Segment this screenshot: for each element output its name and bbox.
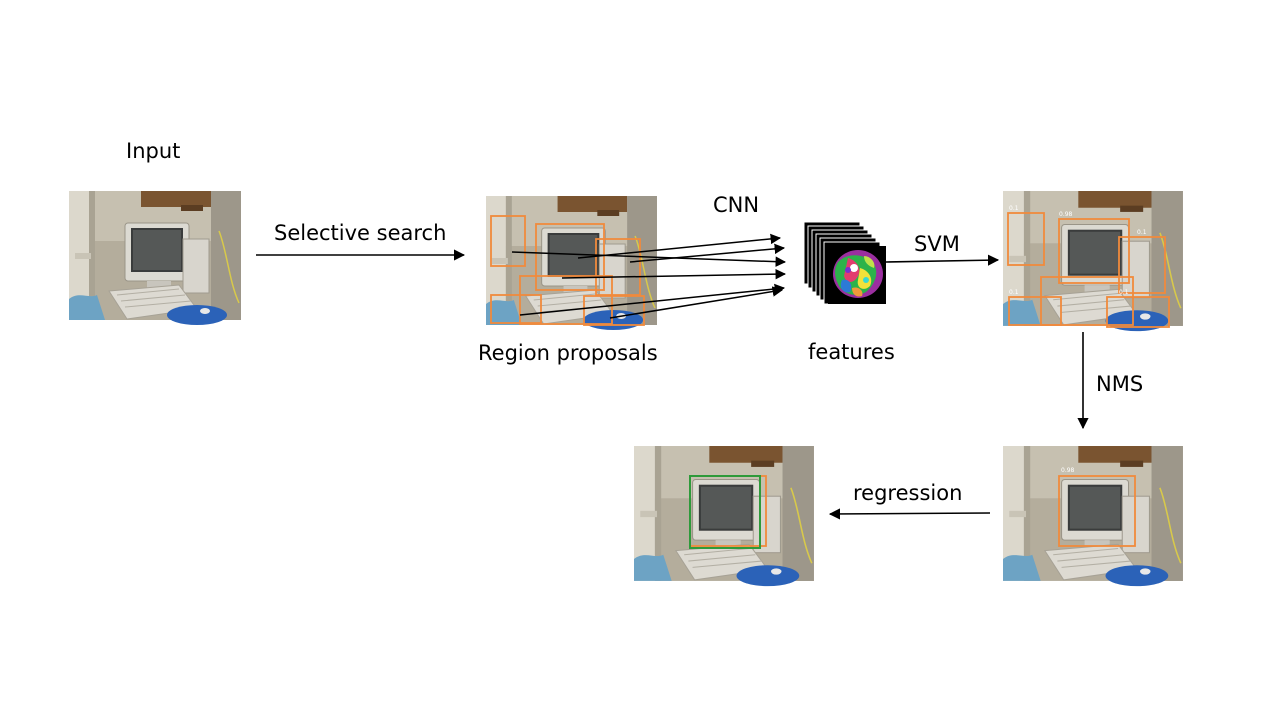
arrow-regression <box>828 508 991 520</box>
region-to-cnn-arrows <box>511 233 787 319</box>
svm-score-label: 0.1 <box>1009 289 1019 296</box>
regression-label: regression <box>853 481 963 505</box>
feature-maps-stack <box>803 221 886 305</box>
nms-label: NMS <box>1096 372 1144 396</box>
region-proposals-label: Region proposals <box>478 341 658 365</box>
nms-score-label: 0.98 <box>1061 467 1075 474</box>
nms-box <box>1058 475 1136 547</box>
arrow-region-4 <box>561 268 787 280</box>
svm-score-label: 0.1 <box>1009 205 1019 212</box>
arrow-region-1 <box>511 251 787 267</box>
svm-scored-image: 0.1 0.98 0.1 0.1 0.1 <box>1002 190 1184 332</box>
nms-result-image: 0.98 <box>1002 445 1184 587</box>
regressed-box <box>689 475 761 549</box>
region-proposals-image <box>485 195 658 331</box>
svm-score-labels: 0.1 0.98 0.1 0.1 0.1 <box>1009 205 1147 296</box>
selective-search-label: Selective search <box>274 221 447 245</box>
regression-result-image <box>633 445 815 587</box>
svm-boxes <box>1007 212 1170 328</box>
proposal-boxes <box>490 215 645 326</box>
cnn-label: CNN <box>713 193 760 217</box>
svm-score-label: 0.98 <box>1059 211 1073 218</box>
svm-label: SVM <box>914 232 960 256</box>
arrow-region-2 <box>577 233 782 259</box>
arrow-region-5 <box>519 283 786 316</box>
arrow-region-3 <box>629 243 786 263</box>
svm-score-label: 0.1 <box>1137 229 1147 236</box>
pipeline-arrows <box>256 249 1089 520</box>
features-label: features <box>808 340 895 364</box>
input-image <box>68 190 242 326</box>
input-label: Input <box>126 139 181 163</box>
svm-score-label: 0.1 <box>1119 289 1129 296</box>
arrow-region-6 <box>609 286 784 319</box>
arrow-svm <box>885 254 1000 266</box>
